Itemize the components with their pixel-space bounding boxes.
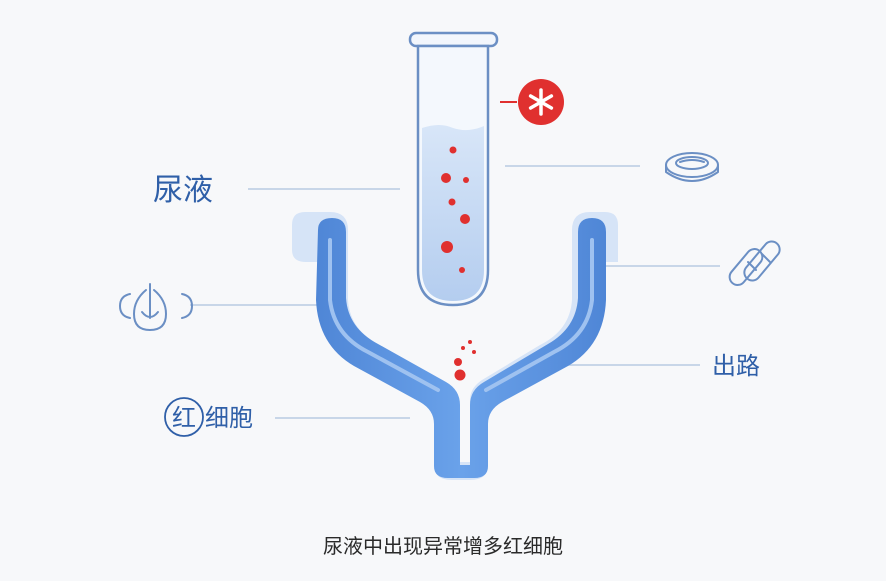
rbc-label-group: 红 细胞 [164, 397, 253, 437]
rbc-circle-icon [164, 397, 204, 437]
asterisk-alert-icon [500, 79, 564, 125]
rbc-dot [459, 267, 465, 273]
funnel-highlight-right [484, 238, 594, 392]
rbc-dot [463, 177, 469, 183]
exit-label: 出路 [712, 352, 760, 380]
rbc-dot [448, 198, 456, 206]
funnel [292, 212, 618, 480]
caption: 尿液中出现异常增多红细胞 [323, 534, 563, 558]
drop-small [472, 350, 476, 354]
tube-rim [408, 31, 499, 48]
drop-large [454, 369, 466, 381]
drop-medium [454, 358, 462, 366]
kidney-drop-icon [119, 283, 193, 331]
bandage-icon [728, 240, 781, 286]
drop-small [468, 340, 472, 344]
urine-label: 尿液 [153, 173, 213, 208]
rbc-dot [460, 214, 470, 224]
rbc-dot [441, 241, 453, 253]
drop-small [461, 346, 465, 350]
rbc-label-suffix: 细胞 [205, 404, 253, 432]
funnel-inner [316, 218, 606, 478]
rbc-label-prefix: 红 [172, 404, 196, 432]
test-tube [408, 31, 499, 307]
rbc-dot [449, 146, 457, 154]
funnel-highlight-left [328, 238, 440, 392]
tube-liquid [422, 125, 484, 301]
cell-disc-icon [665, 152, 719, 182]
rbc-dot [441, 173, 451, 183]
